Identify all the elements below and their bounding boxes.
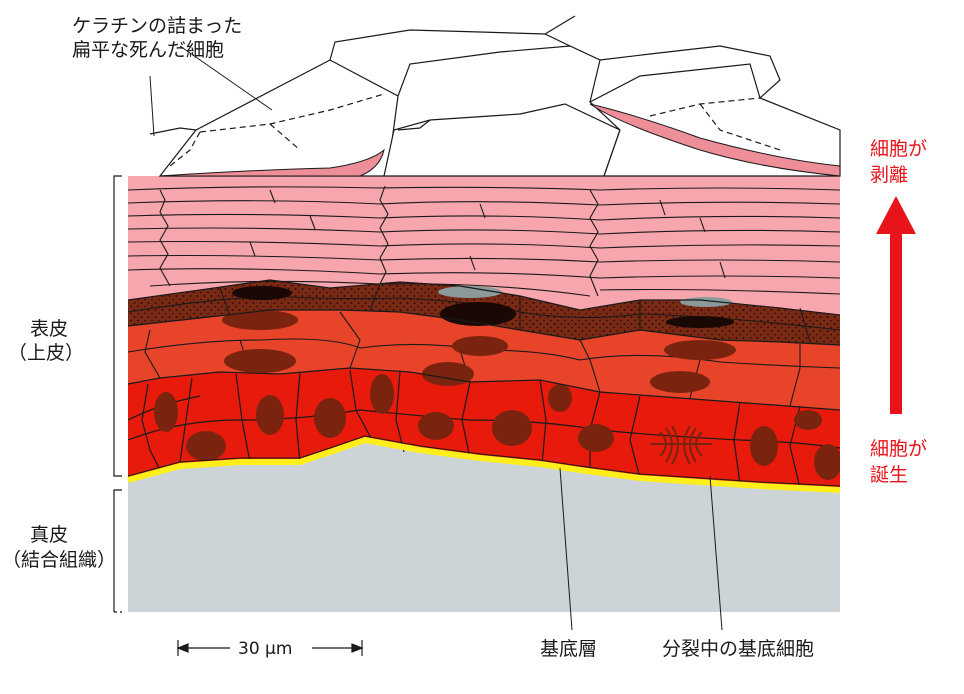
leader-line-basal	[559, 467, 573, 631]
basal-nucleus	[256, 395, 284, 435]
dead-cell-outline	[544, 15, 576, 35]
arrow-shaft	[890, 232, 902, 414]
spinous-nucleus	[664, 340, 736, 360]
born-label-line2: 誕生	[870, 464, 908, 486]
basal-nucleus	[370, 374, 394, 414]
keratin-label-line1: ケラチンの詰まった	[72, 15, 242, 37]
epidermis-label-line2: （上皮）	[8, 342, 84, 364]
spinous-nucleus	[452, 336, 508, 356]
granular-nucleus	[232, 286, 292, 300]
basal-nucleus	[418, 412, 454, 440]
granular-nucleus	[666, 316, 734, 328]
leader-line-dividing	[709, 475, 723, 631]
dead-cell-outline	[397, 45, 601, 103]
keratin-cell	[159, 148, 385, 177]
dermis-fill	[128, 440, 840, 612]
cornified-layer	[149, 15, 841, 177]
dermis-layer	[128, 440, 840, 612]
shed-label-line2: 剥離	[870, 164, 908, 186]
basal-nucleus	[186, 431, 226, 461]
layer-bracket	[113, 175, 122, 613]
scale-bar	[176, 640, 364, 656]
dermis-label-line1: 真皮	[30, 524, 68, 546]
upward-arrow	[876, 196, 916, 414]
dead-cell-outline	[383, 103, 621, 177]
keratin-cell	[589, 103, 841, 177]
leader-line-keratin	[179, 45, 273, 111]
squamous-layer	[128, 176, 840, 315]
basal-nucleus	[548, 384, 572, 412]
scale-bar-label: 30 μm	[238, 639, 292, 659]
spinous-nucleus	[224, 349, 296, 373]
spinous-nucleus	[650, 371, 710, 393]
dead-cell-outline	[158, 59, 399, 177]
spinous-nucleus	[422, 362, 474, 386]
basal-nucleus	[314, 398, 346, 438]
basal-nucleus	[154, 392, 178, 432]
basal-cell-outlines	[128, 369, 840, 489]
mitotic-figure	[650, 425, 712, 465]
basal-nucleus	[578, 424, 614, 452]
born-label-line1: 細胞が	[870, 438, 927, 460]
basal-layer-label: 基底層	[540, 638, 597, 660]
epidermis-label-line1: 表皮	[30, 318, 68, 340]
arrow-head	[876, 196, 916, 234]
basement-membrane	[127, 436, 841, 493]
dead-cell-outline	[329, 29, 571, 61]
dead-cell-outline	[599, 45, 781, 99]
squamous-cell-outlines	[128, 185, 840, 297]
strata-outlines	[128, 279, 840, 411]
dividing-basal-cell-label: 分裂中の基底細胞	[662, 638, 814, 660]
granular-nucleus	[438, 286, 502, 298]
dead-cell-outline	[588, 63, 841, 177]
leader-line-keratin-left	[149, 75, 155, 137]
keratin-label-line2: 扁平な死んだ細胞	[72, 39, 224, 61]
epidermis-tissue	[128, 176, 840, 490]
basement-membrane-edge	[127, 435, 841, 487]
shed-label-line1: 細胞が	[870, 138, 927, 160]
dermis-label-line2: （結合組織）	[2, 549, 116, 571]
basal-nucleus	[814, 444, 840, 480]
dead-cell-outline	[397, 119, 431, 131]
dead-cell-outline	[149, 127, 197, 135]
basal-nucleus	[794, 410, 822, 430]
spinous-nucleus	[222, 310, 298, 330]
basal-nucleus	[492, 410, 532, 446]
dead-cell-dashed-outlines	[169, 93, 781, 167]
basal-nucleus	[750, 426, 778, 466]
